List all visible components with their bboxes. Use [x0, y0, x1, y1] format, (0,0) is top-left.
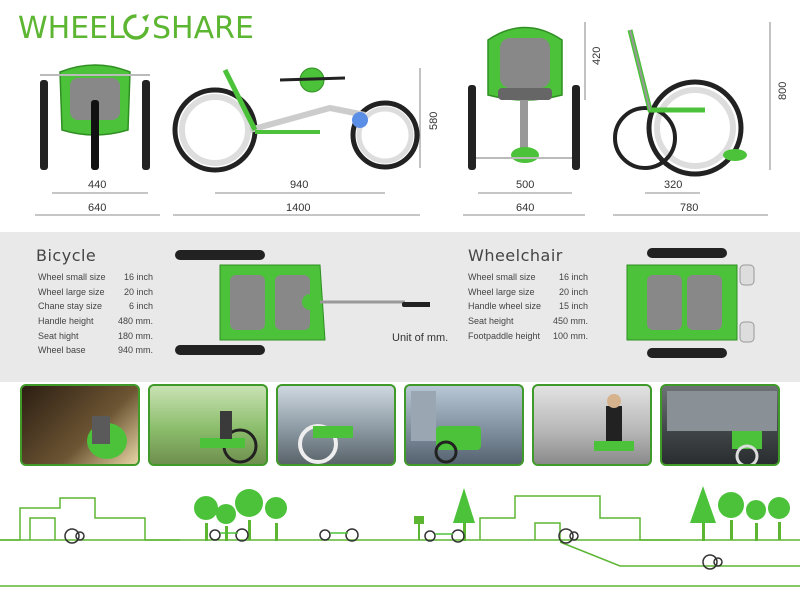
spec-value: 480 mm. — [118, 316, 154, 327]
spec-value: 180 mm. — [118, 330, 154, 341]
dim-chair-seat-height: 420 — [591, 47, 603, 65]
spec-row: Handle wheel size 15 inch — [468, 299, 588, 314]
vehicles — [64, 528, 723, 570]
photo-park-scene — [200, 411, 258, 464]
dim-chair-front-outer: 640 — [516, 202, 534, 214]
pine-tree-icon — [453, 488, 475, 541]
spec-row: Seat height 450 mm. — [468, 314, 588, 329]
spec-value: 20 inch — [558, 286, 588, 297]
tree-icon — [216, 504, 236, 541]
photo-city-scene — [411, 391, 481, 464]
bicycle-icon — [209, 528, 249, 542]
logo-text-right: SHARE — [152, 11, 254, 46]
spec-row: Wheel large size 20 inch — [38, 285, 153, 300]
photo-street — [276, 384, 396, 466]
spec-label: Chane stay size — [38, 301, 103, 312]
spec-row: Wheel large size 20 inch — [468, 285, 588, 300]
trees — [194, 486, 790, 541]
spec-band: Bicycle Wheel small size 16 inch Wheel la… — [0, 232, 800, 382]
spec-value: 20 inch — [123, 286, 153, 297]
spec-label: Footpaddle height — [468, 330, 541, 341]
spec-row: Wheel base 940 mm. — [38, 343, 153, 358]
city-line-scene — [0, 486, 800, 587]
dim-front-outer: 640 — [88, 202, 106, 214]
wheelchair-side-view — [613, 29, 747, 177]
spec-value: 16 inch — [558, 272, 588, 283]
wheelchair-front-view — [468, 26, 580, 170]
spec-value: 450 mm. — [552, 316, 588, 327]
dimension-drawings: 440 640 940 1400 580 500 640 420 320 780… — [35, 22, 789, 216]
dim-chair-side-depth: 320 — [664, 179, 682, 191]
logo-text-left: WHEEL — [18, 11, 125, 46]
spec-label: Wheel small size — [38, 272, 106, 283]
wheelchair-title: Wheelchair — [468, 246, 563, 265]
wheelchair-icon — [702, 554, 723, 570]
spec-label: Wheel large size — [468, 286, 535, 297]
spec-row: Footpaddle height 100 mm. — [468, 328, 588, 343]
spec-label: Wheel small size — [468, 272, 536, 283]
spec-value: 15 inch — [558, 301, 588, 312]
bicycle-title: Bicycle — [36, 246, 97, 265]
tree-icon — [768, 497, 790, 540]
spec-label: Wheel base — [38, 345, 86, 356]
dim-chair-side-total: 780 — [680, 202, 698, 214]
tree-icon — [235, 489, 263, 540]
pine-tree-icon — [690, 486, 716, 541]
photo-subway-scene — [667, 391, 777, 464]
photo-office-scene — [594, 394, 634, 451]
tree-icon — [194, 496, 218, 541]
spec-value: 6 inch — [128, 301, 153, 312]
spec-row: Wheel small size 16 inch — [38, 270, 153, 285]
spec-row: Handle height 480 mm. — [38, 314, 153, 329]
spec-row: Wheel small size 16 inch — [468, 270, 588, 285]
spec-value: 16 inch — [123, 272, 153, 283]
bicycle-icon — [424, 529, 465, 543]
dim-front-inner: 440 — [88, 179, 106, 191]
bicycle-top-view — [175, 250, 430, 355]
skyline-outline — [0, 495, 800, 587]
photo-strip — [20, 384, 780, 466]
wheelchair-icon — [64, 528, 85, 544]
spec-value: 940 mm. — [118, 345, 154, 356]
dim-chair-front-inner: 500 — [516, 179, 534, 191]
signpost-icon — [414, 516, 424, 540]
photo-office — [532, 384, 652, 466]
tree-icon — [265, 497, 287, 541]
photo-restaurant-scene — [87, 416, 127, 459]
photo-city — [404, 384, 524, 466]
tree-icon — [746, 500, 766, 541]
spec-label: Wheel large size — [38, 286, 105, 297]
spec-label: Seat height — [468, 316, 514, 327]
spec-row: Chane stay size 6 inch — [38, 299, 153, 314]
spec-label: Handle height — [38, 316, 94, 327]
wheelchair-top-view — [626, 248, 755, 358]
spec-label: Seat hight — [38, 330, 79, 341]
photo-restaurant — [20, 384, 140, 466]
bicycle-spec-table: Wheel small size 16 inch Wheel large size… — [38, 270, 153, 358]
wheelchair-spec-table: Wheel small size 16 inch Wheel large size… — [468, 270, 588, 343]
photo-street-scene — [298, 424, 353, 464]
spec-label: Handle wheel size — [468, 301, 542, 312]
logo-wheel-icon — [123, 14, 149, 40]
dim-side-length: 940 — [290, 179, 308, 191]
dim-chair-side-height: 800 — [777, 82, 789, 100]
bicycle-icon — [319, 528, 359, 542]
spec-value: 100 mm. — [552, 330, 588, 341]
wheelchair-icon — [558, 528, 579, 544]
photo-park — [148, 384, 268, 466]
wheelshare-logo: WHEEL SHARE — [18, 11, 254, 46]
unit-note: Unit of mm. — [392, 332, 449, 344]
bicycle-front-view — [40, 64, 150, 170]
dim-side-total: 1400 — [286, 202, 310, 214]
tree-icon — [718, 492, 744, 540]
bicycle-side-view — [172, 67, 420, 173]
dimension-lines — [35, 22, 771, 216]
spec-row: Seat hight 180 mm. — [38, 328, 153, 343]
dim-side-height: 580 — [428, 112, 440, 130]
photo-subway — [660, 384, 780, 466]
